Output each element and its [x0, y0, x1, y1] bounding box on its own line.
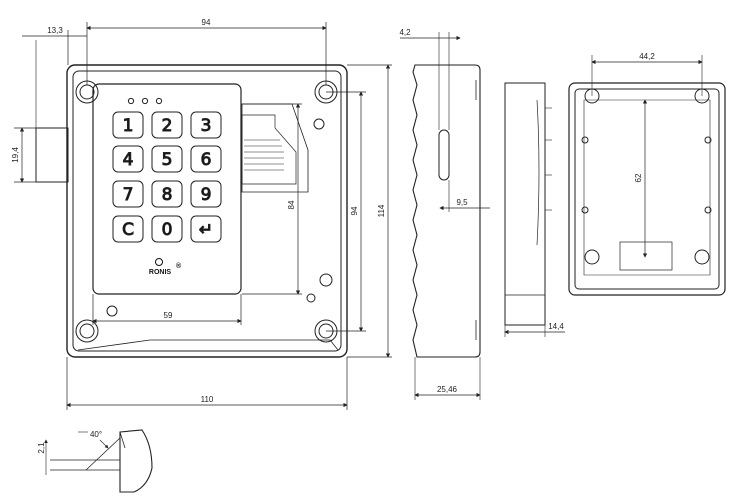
small-hole-a: [313, 118, 325, 130]
key-c-label: C: [122, 220, 134, 240]
dim-front-width-top: 94: [202, 18, 211, 27]
key-5-label: 5: [162, 150, 173, 170]
dim-bolt-taper-height: 2,1: [37, 442, 46, 454]
dim-screw-spacing-v: 94: [350, 206, 359, 215]
key-7[interactable]: 7: [112, 180, 144, 208]
brand-trademark: ®: [176, 262, 182, 270]
key-enter[interactable]: ↵: [190, 215, 222, 243]
back-dimension-labels: 44,2 62: [634, 52, 655, 182]
back-screw-br: [694, 249, 710, 265]
key-4-label: 4: [123, 150, 134, 170]
led-2: [141, 97, 149, 105]
key-0-label: 0: [162, 220, 173, 240]
side-view: [400, 32, 490, 400]
dim-bolt-angle: 40°: [90, 430, 102, 439]
bolt-detail-labels: 2,1 40°: [37, 430, 102, 454]
plate-side-view: [504, 82, 565, 337]
dim-total-height: 114: [377, 204, 386, 217]
key-0[interactable]: 0: [151, 215, 183, 243]
key-3[interactable]: 3: [190, 111, 222, 139]
bolt: [35, 127, 69, 183]
dim-plate-depth: 14,4: [548, 322, 564, 331]
key-4[interactable]: 4: [112, 145, 144, 173]
front-dimensions: [14, 22, 392, 410]
key-1[interactable]: 1: [112, 111, 144, 139]
key-9[interactable]: 9: [190, 180, 222, 208]
key-5[interactable]: 5: [151, 145, 183, 173]
housing-outer: [66, 64, 348, 358]
dim-bolt-offset: 13,3: [47, 26, 63, 35]
key-7-label: 7: [123, 185, 134, 205]
dim-keypad-height: 84: [287, 200, 296, 209]
dim-total-width: 110: [201, 395, 214, 404]
dim-back-width: 44,2: [639, 52, 655, 61]
key-6[interactable]: 6: [190, 145, 222, 173]
key-8[interactable]: 8: [151, 180, 183, 208]
back-screw-bl: [584, 249, 600, 265]
keypad-plate: [92, 83, 242, 295]
brand-name: RONIS: [149, 269, 172, 276]
key-2-label: 2: [162, 116, 173, 136]
small-hole-d: [106, 305, 118, 317]
key-c[interactable]: C: [112, 215, 144, 243]
dim-side-offset: 4,2: [399, 28, 411, 37]
key-1-label: 1: [123, 116, 134, 136]
brand-logo: RONIS ®: [149, 258, 182, 276]
back-view: [568, 55, 726, 296]
housing-inner: [72, 70, 342, 352]
front-dimension-labels: 94 13,3 19,4 84 94 114 59 110: [11, 18, 386, 404]
small-hole-c: [306, 293, 316, 303]
key-9-label: 9: [201, 185, 212, 205]
keypad-keys: 1 2 3 4 5 6 7 8 9 C 0 ↵: [112, 111, 222, 243]
key-8-label: 8: [162, 185, 173, 205]
side-dimension-labels: 4,2 9,5 25,46: [399, 28, 468, 394]
dim-side-slot: 9,5: [456, 198, 468, 207]
dim-side-depth: 25,46: [437, 385, 458, 394]
led-3: [155, 97, 163, 105]
key-6-label: 6: [201, 150, 212, 170]
side-slot: [438, 129, 450, 181]
bolt-detail: [44, 429, 153, 493]
dim-keypad-width: 59: [164, 311, 173, 320]
dim-back-height: 62: [634, 173, 643, 182]
dim-bolt-height: 19,4: [11, 147, 20, 163]
small-hole-b: [319, 273, 333, 287]
key-3-label: 3: [201, 116, 212, 136]
led-1: [127, 97, 135, 105]
corner-screw-bl: [75, 319, 99, 343]
key-2[interactable]: 2: [151, 111, 183, 139]
enter-icon: ↵: [199, 220, 213, 240]
